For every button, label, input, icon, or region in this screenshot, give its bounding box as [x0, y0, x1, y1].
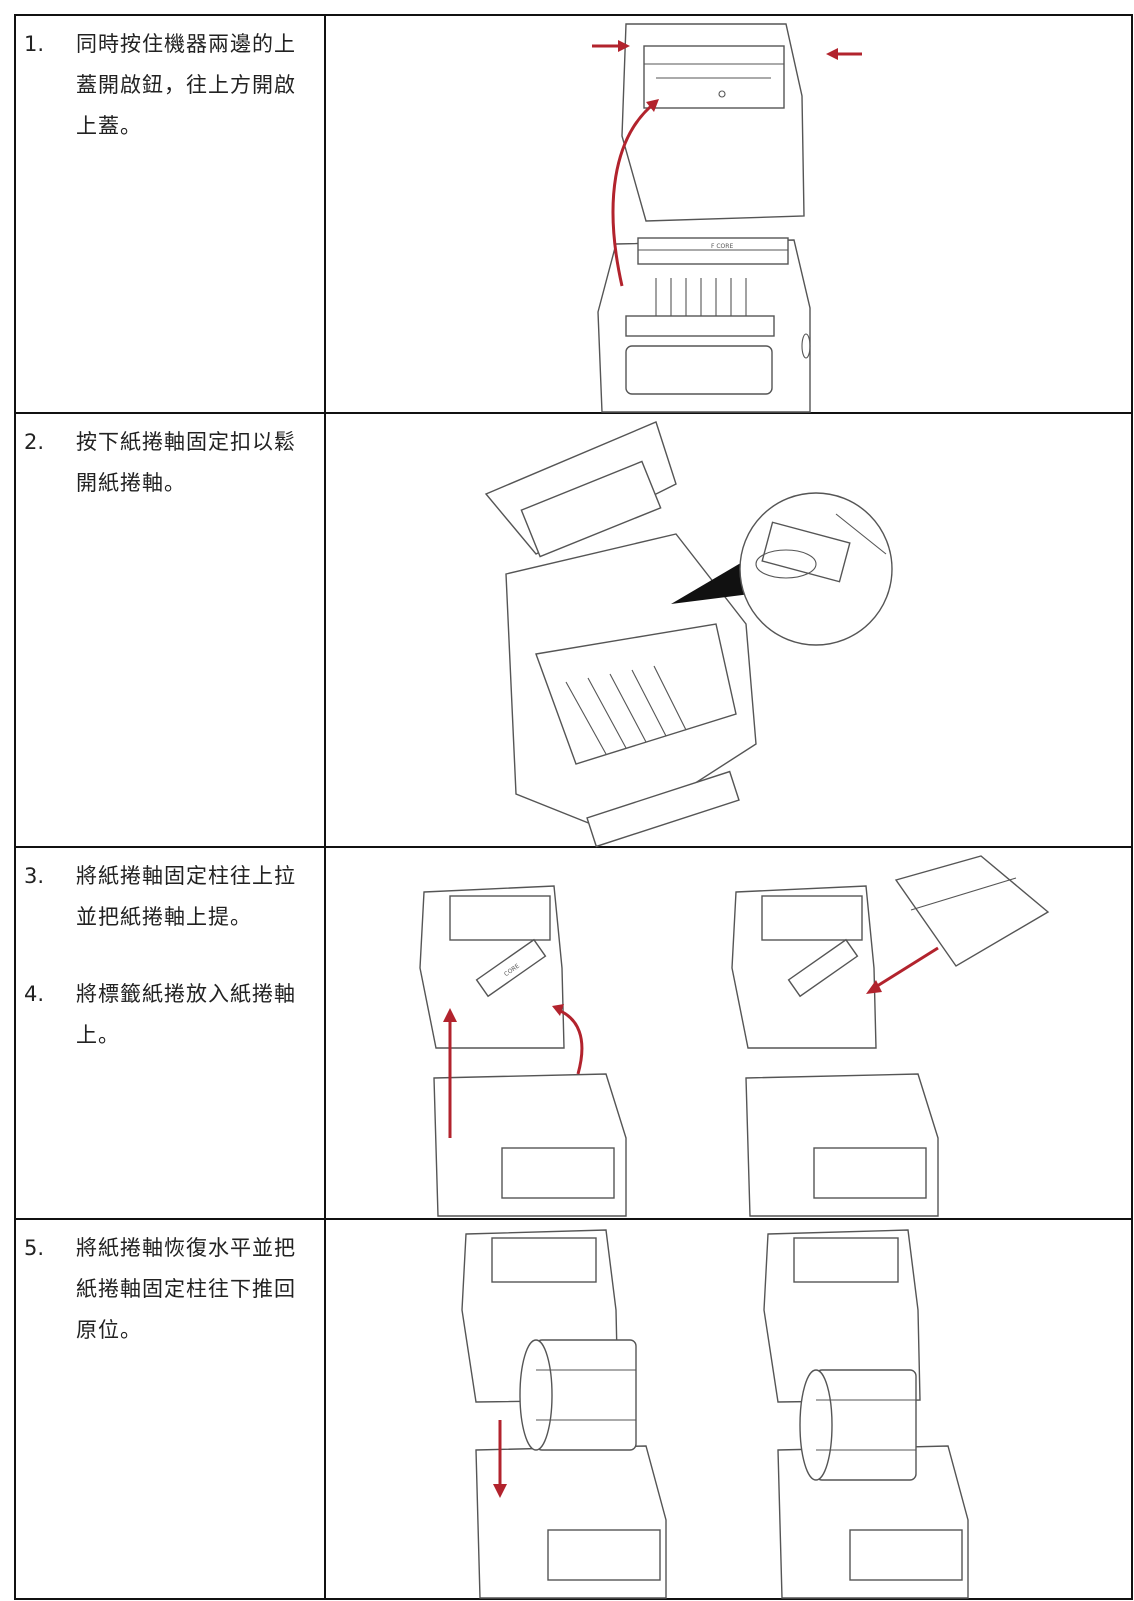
step-instruction: 同時按住機器兩邊的上蓋開啟鈕，往上方開啟上蓋。	[76, 32, 296, 138]
step-text-cell: 5. 將紙捲軸恢復水平並把紙捲軸固定柱往下推回原位。	[14, 1218, 326, 1600]
step-text-cell: 2. 按下紙捲軸固定扣以鬆開紙捲軸。	[14, 412, 326, 848]
step-instruction: 按下紙捲軸固定扣以鬆開紙捲軸。	[76, 430, 296, 495]
step-illustration-cell: CORE	[324, 846, 1133, 1220]
step-instruction: 將紙捲軸恢復水平並把紙捲軸固定柱往下推回原位。	[76, 1236, 296, 1342]
steps-table: 1. 同時按住機器兩邊的上蓋開啟鈕，往上方開啟上蓋。 F CORE	[14, 14, 1133, 1600]
step-text-cell: 3. 將紙捲軸固定柱往上拉並把紙捲軸上提。 4. 將標籤紙捲放入紙捲軸上。	[14, 846, 326, 1220]
step-illustration-cell	[324, 412, 1133, 848]
step-number: 1.	[24, 32, 45, 56]
step-number: 4.	[24, 982, 45, 1006]
step-item: 3. 將紙捲軸固定柱往上拉並把紙捲軸上提。	[16, 848, 324, 938]
step-instruction: 將標籤紙捲放入紙捲軸上。	[76, 982, 296, 1047]
printer-release-spindle-illustration	[484, 421, 893, 848]
step-item: 1. 同時按住機器兩邊的上蓋開啟鈕，往上方開啟上蓋。	[16, 16, 324, 147]
step-number: 2.	[24, 430, 45, 454]
step-number: 3.	[24, 864, 45, 888]
step-row-3-4: 3. 將紙捲軸固定柱往上拉並把紙捲軸上提。 4. 將標籤紙捲放入紙捲軸上。 CO…	[14, 846, 1133, 1220]
step-item: 2. 按下紙捲軸固定扣以鬆開紙捲軸。	[16, 414, 324, 504]
step-row-5: 5. 將紙捲軸恢復水平並把紙捲軸固定柱往下推回原位。	[14, 1218, 1133, 1600]
step-row-1: 1. 同時按住機器兩邊的上蓋開啟鈕，往上方開啟上蓋。 F CORE	[14, 14, 1133, 414]
step-instruction: 將紙捲軸固定柱往上拉並把紙捲軸上提。	[76, 864, 296, 929]
step-item: 5. 將紙捲軸恢復水平並把紙捲軸固定柱往下推回原位。	[16, 1220, 324, 1351]
printer-spindle-and-roll-illustration: CORE	[419, 855, 1050, 1217]
printer-roll-loaded-illustration	[461, 1229, 969, 1599]
step-text-cell: 1. 同時按住機器兩邊的上蓋開啟鈕，往上方開啟上蓋。	[14, 14, 326, 414]
printer-open-lid-illustration: F CORE	[592, 23, 862, 413]
step-row-2: 2. 按下紙捲軸固定扣以鬆開紙捲軸。	[14, 412, 1133, 848]
svg-text:F CORE: F CORE	[711, 243, 733, 250]
step-number: 5.	[24, 1236, 45, 1260]
step-illustration-cell	[324, 1218, 1133, 1600]
step-illustration-cell: F CORE	[324, 14, 1133, 414]
step-item: 4. 將標籤紙捲放入紙捲軸上。	[16, 966, 324, 1056]
